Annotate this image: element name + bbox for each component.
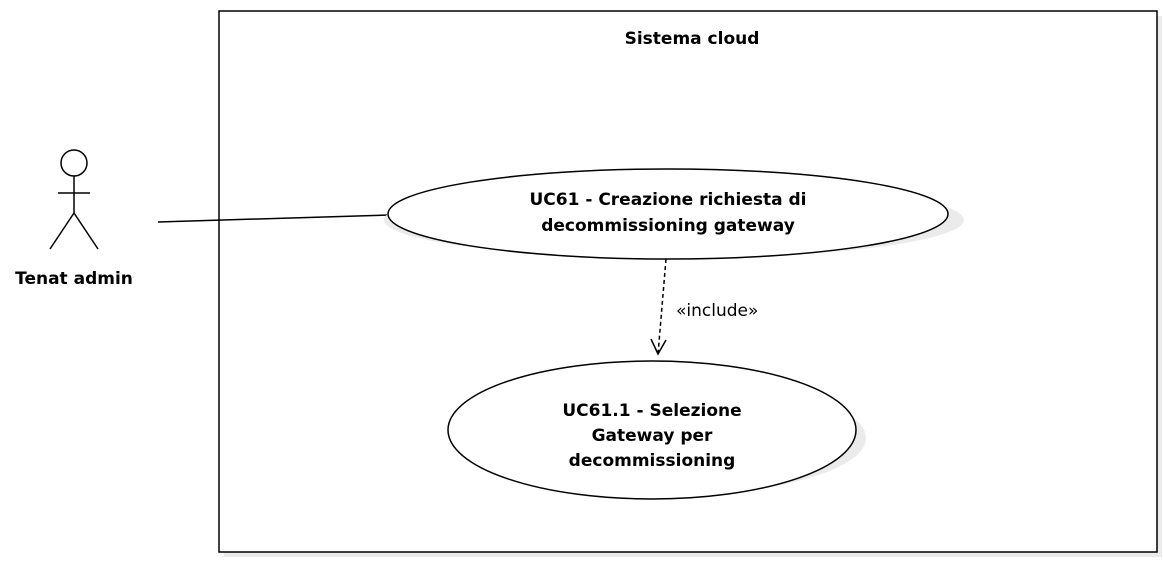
include-dashed-line xyxy=(657,258,667,355)
actor-name: Tenat admin xyxy=(15,269,133,289)
use-case-uc61-label-line-2: decommissioning gateway xyxy=(541,216,795,236)
use-case-uc61[interactable]: UC61 - Creazione richiesta di decommissi… xyxy=(384,168,964,260)
use-case-uc61-1-label-line-2: Gateway per xyxy=(592,426,713,446)
include-relation: «include» xyxy=(650,258,758,356)
use-case-uc61-ellipse xyxy=(387,168,949,260)
include-arrowhead-icon xyxy=(650,338,667,356)
use-case-uc61-1-label-line-1: UC61.1 - Selezione xyxy=(562,401,741,421)
actor-tenant-admin[interactable]: Tenat admin xyxy=(15,149,133,289)
association-line xyxy=(157,214,390,223)
system-title: Sistema cloud xyxy=(625,29,760,49)
system-boundary: Sistema cloud xyxy=(218,10,1162,557)
use-case-uc61-1[interactable]: UC61.1 - Selezione Gateway per decommiss… xyxy=(447,360,866,500)
use-case-uc61-1-ellipse xyxy=(447,360,857,500)
actor-stick-figure-icon xyxy=(49,149,99,250)
include-label: «include» xyxy=(676,301,758,321)
use-case-uc61-1-label-line-3: decommissioning xyxy=(569,451,736,471)
use-case-uc61-label-line-1: UC61 - Creazione richiesta di xyxy=(529,190,806,210)
